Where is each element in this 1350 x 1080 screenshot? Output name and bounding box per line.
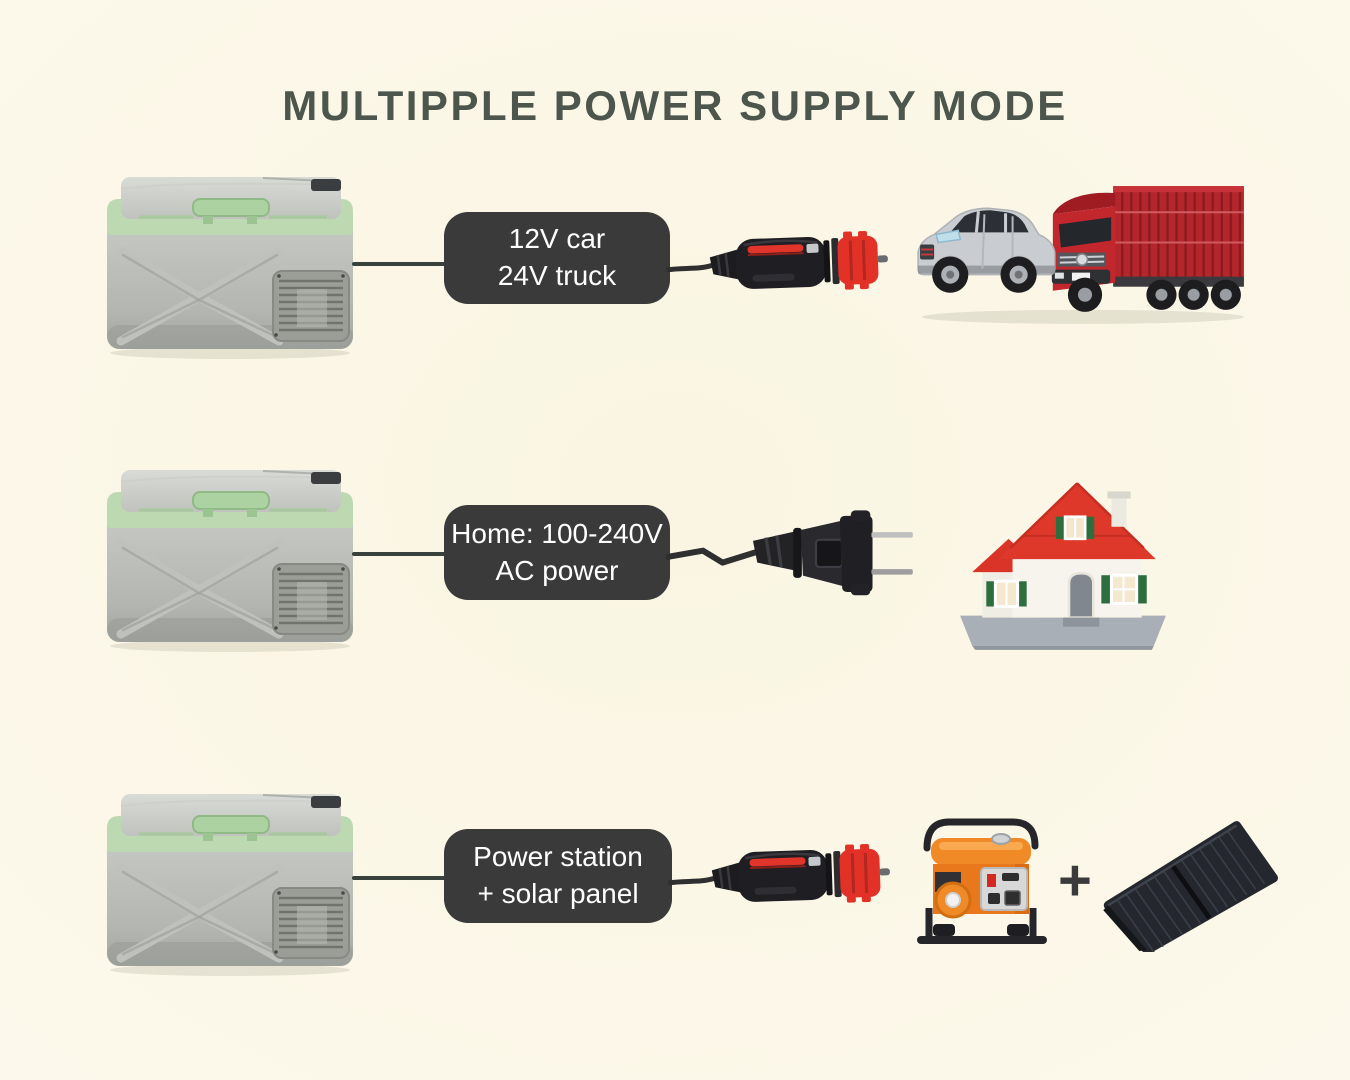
fridge-icon (95, 165, 365, 360)
plus-sign: + (1058, 848, 1092, 913)
power-label-home-ac: Home: 100-240V AC power (444, 505, 670, 600)
portable-generator-icon (908, 812, 1060, 952)
power-cable (352, 262, 448, 266)
page-title: MULTIPPLE POWER SUPPLY MODE (282, 82, 1068, 129)
model-house-icon (952, 448, 1174, 655)
solar-panel-icon (1094, 806, 1280, 952)
power-label-car-truck: 12V car 24V truck (444, 212, 670, 304)
suv-car-and-cargo-truck-icon (912, 170, 1254, 329)
power-cable (352, 552, 448, 556)
fridge-icon (95, 782, 365, 977)
power-cable (352, 876, 448, 880)
cigarette-lighter-plug-icon (665, 222, 893, 304)
fridge-illustration (95, 782, 365, 977)
ac-two-prong-plug-icon (666, 506, 916, 604)
label-line: Home: 100-240V (451, 517, 663, 549)
cigarette-lighter-plug-icon (667, 835, 895, 917)
fridge-illustration (95, 165, 365, 360)
vehicles-illustration (912, 170, 1254, 329)
power-label-power-station: Power station + solar panel (444, 829, 672, 923)
label-line: 24V truck (497, 260, 617, 291)
label-line: 12V car (508, 223, 606, 255)
fridge-illustration (95, 458, 365, 653)
fridge-icon (95, 458, 365, 653)
label-line: Power station (473, 841, 643, 873)
label-line: + solar panel (477, 878, 639, 909)
label-line: AC power (495, 554, 619, 586)
